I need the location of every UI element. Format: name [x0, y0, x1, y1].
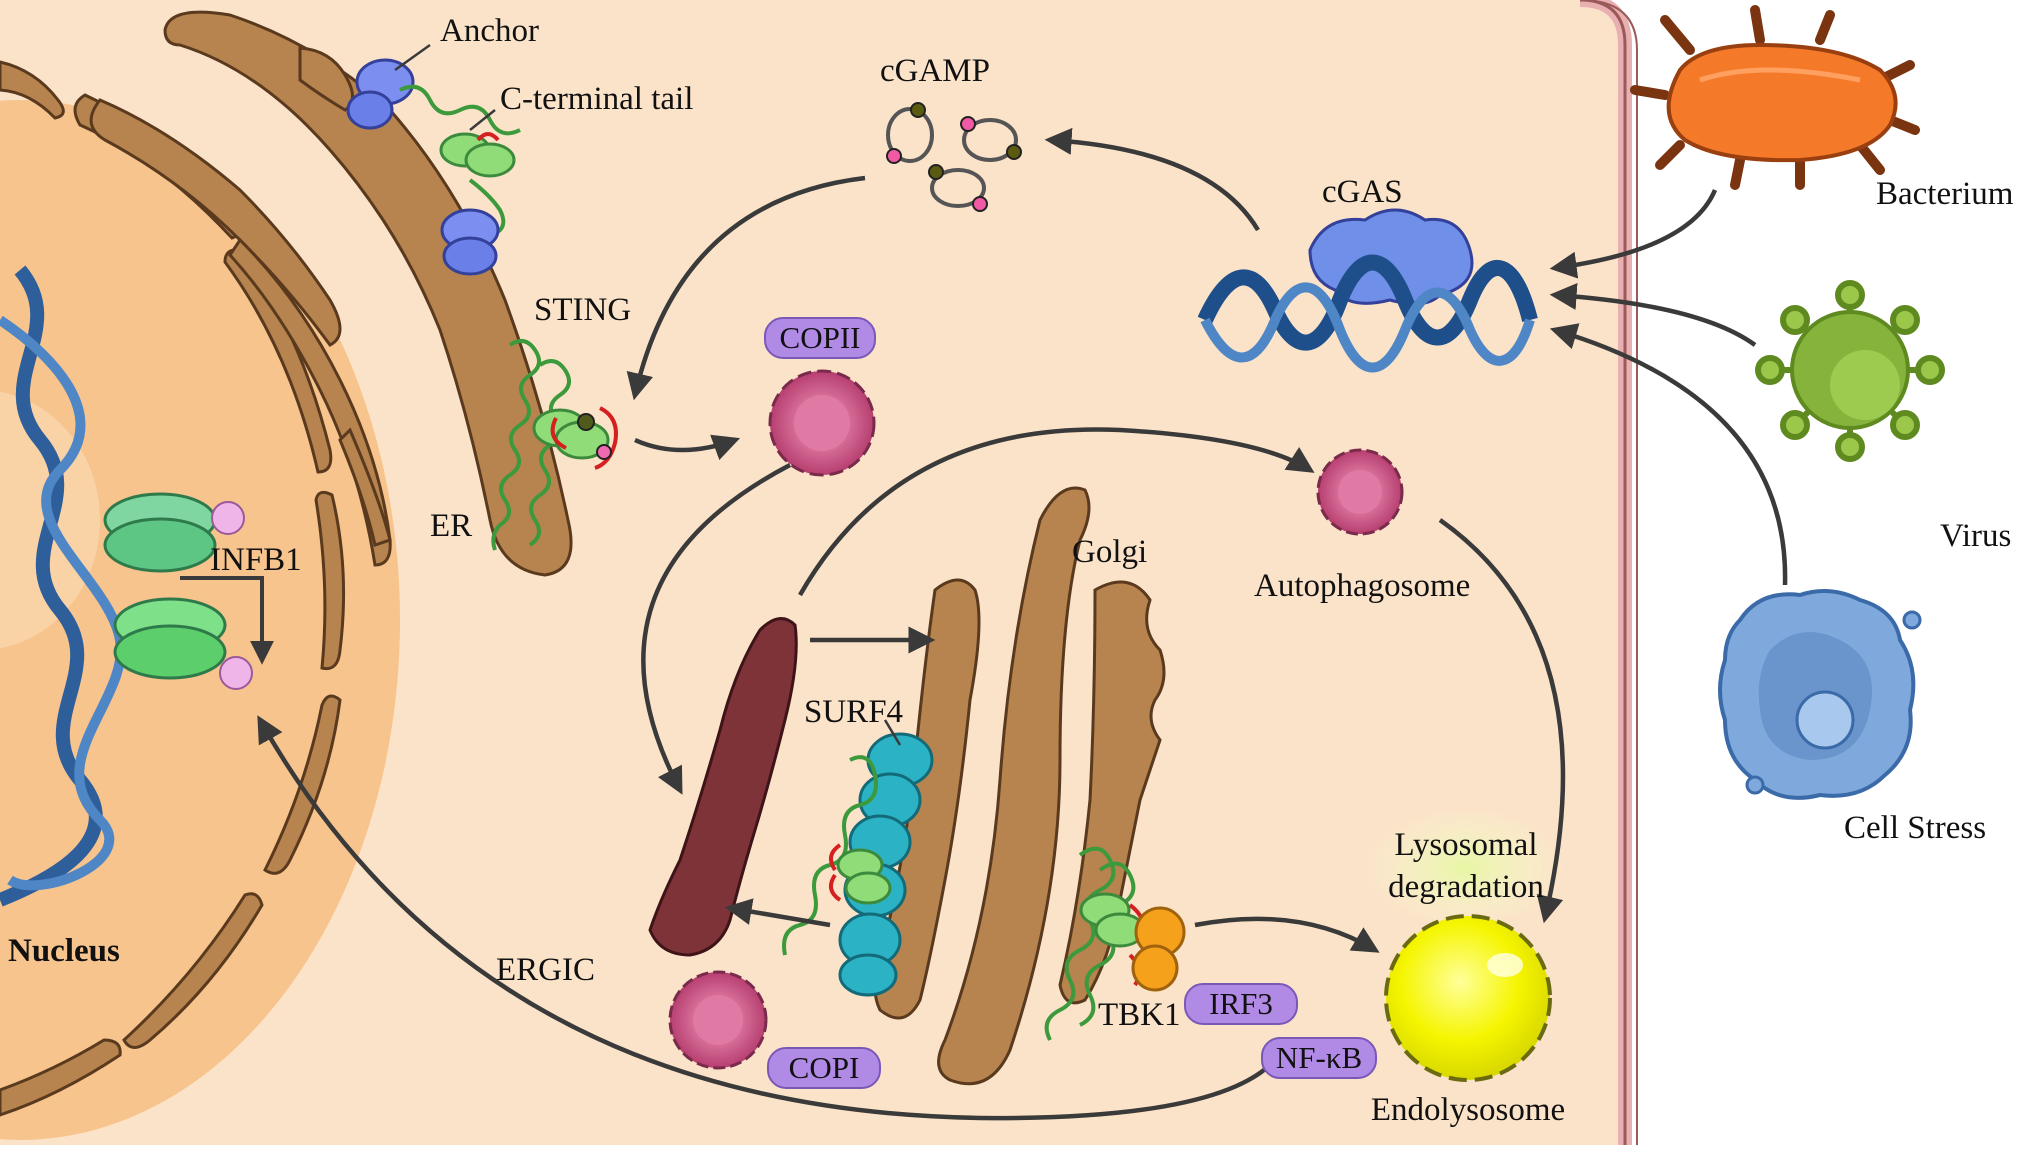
- endolysosome: [1365, 808, 1565, 1082]
- label-bacterium: Bacterium: [1876, 176, 2014, 212]
- ergic: [648, 617, 798, 957]
- irf3-pill-label: IRF3: [1209, 986, 1273, 1021]
- label-infb1: INFB1: [210, 542, 302, 578]
- copii-pill: COPII: [764, 317, 876, 359]
- irf3-pill: IRF3: [1184, 983, 1298, 1025]
- virus: [1755, 280, 1945, 462]
- label-endolysosome: Endolysosome: [1371, 1092, 1565, 1128]
- cgamp-molecules: [886, 102, 1022, 212]
- stressed-cell: [1718, 589, 1922, 800]
- sting-anchor-complex: [346, 43, 521, 276]
- bacterium: [1630, 5, 1920, 190]
- copii-pill-label: COPII: [780, 320, 861, 355]
- copi-vesicle: [668, 970, 768, 1070]
- sting-dimer: [491, 339, 618, 551]
- pathway-arrows: [257, 127, 1788, 1121]
- cgas-dna-complex: [1197, 208, 1538, 373]
- label-anchor: Anchor: [440, 13, 539, 49]
- label-sting: STING: [534, 292, 631, 328]
- autophagosome: [1316, 448, 1404, 536]
- copii-vesicle: [768, 369, 876, 477]
- copi-pill-label: COPI: [789, 1050, 860, 1085]
- label-lysosomal-line2: degradation: [1388, 869, 1544, 905]
- label-er: ER: [430, 508, 472, 544]
- label-c-terminal-tail: C-terminal tail: [500, 81, 693, 117]
- label-cell-stress: Cell Stress: [1844, 810, 1986, 846]
- label-autophagosome: Autophagosome: [1254, 568, 1470, 604]
- transcription-complex: [103, 492, 274, 690]
- label-ergic: ERGIC: [496, 952, 595, 988]
- label-virus: Virus: [1940, 518, 2011, 554]
- nfkb-pill: NF-κB: [1261, 1037, 1377, 1079]
- surf4-complex: [782, 719, 934, 997]
- sting-tbk1-complex: [1044, 846, 1186, 1041]
- copi-pill: COPI: [767, 1047, 881, 1089]
- label-surf4: SURF4: [804, 694, 903, 730]
- label-cgamp: cGAMP: [880, 53, 990, 89]
- nfkb-pill-label: NF-κB: [1276, 1040, 1362, 1075]
- label-golgi: Golgi: [1072, 534, 1147, 570]
- label-nucleus: Nucleus: [8, 933, 120, 969]
- label-lysosomal-line1: Lysosomal: [1394, 827, 1537, 863]
- label-tbk1: TBK1: [1098, 997, 1181, 1033]
- label-cgas: cGAS: [1322, 174, 1403, 210]
